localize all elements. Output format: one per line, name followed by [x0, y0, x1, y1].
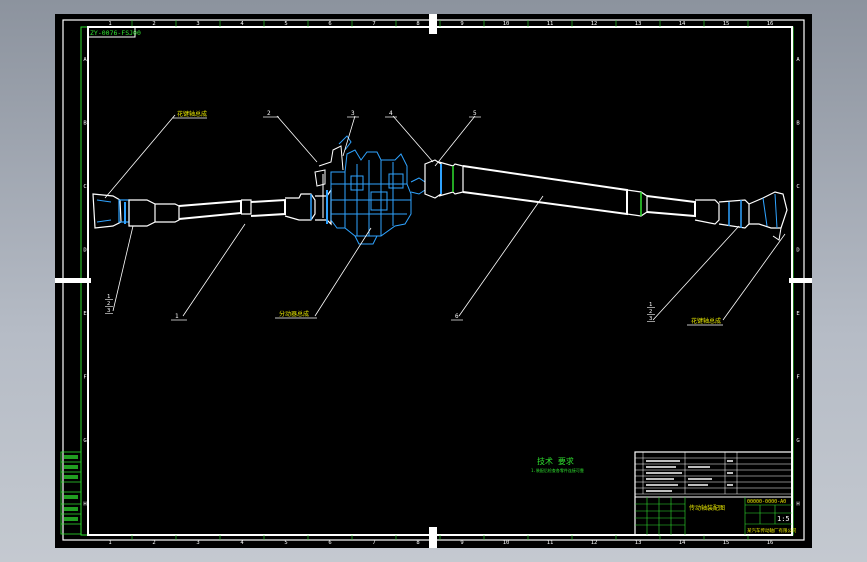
callout-num-5: 5 [473, 110, 477, 117]
column-label-bottom: 1 [108, 540, 111, 546]
callout-stack-left: 123 [105, 294, 113, 314]
callout-stack-number: 3 [649, 316, 652, 322]
row-label-left: G [83, 438, 86, 444]
column-label-bottom: 3 [196, 540, 199, 546]
column-label-bottom: 7 [372, 540, 375, 546]
column-label-bottom: 4 [240, 540, 244, 546]
tech-note-line: 1.装配后检查各零件连接可靠 [531, 467, 584, 473]
leader-lines [104, 114, 786, 321]
sheet-inner-green-border [80, 26, 794, 536]
column-label-bottom: 5 [284, 540, 287, 546]
title-scale: 1:5 [777, 515, 790, 523]
row-label-right: G [796, 438, 799, 444]
column-label-top: 8 [416, 21, 419, 27]
column-label-bottom: 6 [328, 540, 331, 546]
column-label-top: 1 [108, 21, 111, 27]
column-label-top: 9 [460, 21, 463, 27]
column-label-bottom: 14 [679, 540, 686, 546]
row-label-left: E [83, 311, 86, 317]
right-drive-shaft[interactable] [462, 165, 788, 241]
callout-stack-number: 2 [107, 301, 110, 307]
column-label-top: 7 [372, 21, 375, 27]
callout-num-2: 2 [267, 110, 271, 117]
row-label-right: H [796, 501, 799, 507]
center-mark-right [789, 278, 812, 283]
column-label-bottom: 11 [547, 540, 554, 546]
row-label-left: D [83, 247, 86, 253]
column-label-top: 15 [723, 21, 730, 27]
title-block[interactable]: 传动轴装配图 00000-0000-A0 1:5 某汽车传动轴厂有限公司 [634, 451, 797, 536]
code-tag-text: ZY-0076-FSJ00 [90, 29, 141, 37]
row-label-left: F [83, 374, 86, 380]
callout-right-yoke-note: 花键轴总成 [691, 317, 721, 325]
center-mark-bottom [429, 527, 437, 548]
column-label-top: 13 [635, 21, 642, 27]
row-label-left: C [83, 184, 86, 190]
callout-num-4: 4 [389, 110, 393, 117]
row-labels-left: A B C D E F G H [83, 57, 87, 508]
row-label-right: D [796, 247, 799, 253]
callout-stack-right: 123 [647, 302, 655, 322]
column-label-bottom: 8 [416, 540, 419, 546]
center-mark-top [429, 14, 437, 34]
column-label-bottom: 12 [591, 540, 598, 546]
row-label-right: F [796, 374, 799, 380]
column-label-top: 10 [503, 21, 510, 27]
tech-note-title: 技术 要求 [537, 456, 574, 466]
left-revision-table [60, 451, 82, 535]
column-label-top: 2 [152, 21, 155, 27]
drawing-frame [87, 26, 793, 536]
title-drawing-number: 00000-0000-A0 [747, 499, 786, 505]
title-company: 某汽车传动轴厂有限公司 [747, 527, 797, 534]
row-label-right: A [796, 57, 800, 63]
column-label-bottom: 16 [767, 540, 774, 546]
row-label-right: C [796, 184, 799, 190]
row-labels-right: A B C D E F G H [796, 57, 800, 508]
transfer-case-assembly[interactable] [314, 135, 426, 245]
column-label-top: 6 [328, 21, 331, 27]
code-tag-box [87, 26, 136, 38]
callout-left-yoke-note: 花键轴总成 [177, 110, 207, 118]
column-label-bottom: 10 [503, 540, 510, 546]
column-label-bottom: 2 [152, 540, 155, 546]
column-label-top: 4 [240, 21, 244, 27]
column-label-bottom: 15 [723, 540, 730, 546]
callout-stack-number: 2 [649, 309, 652, 315]
column-label-top: 14 [679, 21, 686, 27]
row-label-left: H [83, 501, 86, 507]
callout-stack-number: 1 [649, 302, 652, 308]
column-label-top: 5 [284, 21, 287, 27]
row-label-left: A [83, 57, 87, 63]
callout-middle-assembly-note: 分动器总成 [279, 310, 309, 318]
callout-num-6: 6 [455, 313, 459, 320]
callout-num-3: 3 [351, 110, 355, 117]
column-label-bottom: 13 [635, 540, 642, 546]
callout-num-1-lower: 1 [175, 313, 179, 320]
row-label-right: B [796, 120, 800, 126]
left-drive-shaft[interactable] [92, 188, 332, 229]
callout-stack-number: 3 [107, 308, 110, 314]
middle-universal-joint[interactable] [424, 159, 464, 199]
callout-stack-number: 1 [107, 294, 110, 300]
column-label-bottom: 9 [460, 540, 463, 546]
column-label-top: 12 [591, 21, 598, 27]
row-label-right: E [796, 311, 799, 317]
title-drawing-name: 传动轴装配图 [689, 504, 725, 512]
column-label-top: 3 [196, 21, 199, 27]
center-mark-left [55, 278, 91, 283]
row-label-left: B [83, 120, 87, 126]
column-label-top: 11 [547, 21, 554, 27]
column-label-top: 16 [767, 21, 774, 27]
sheet-outer-border [62, 19, 805, 541]
